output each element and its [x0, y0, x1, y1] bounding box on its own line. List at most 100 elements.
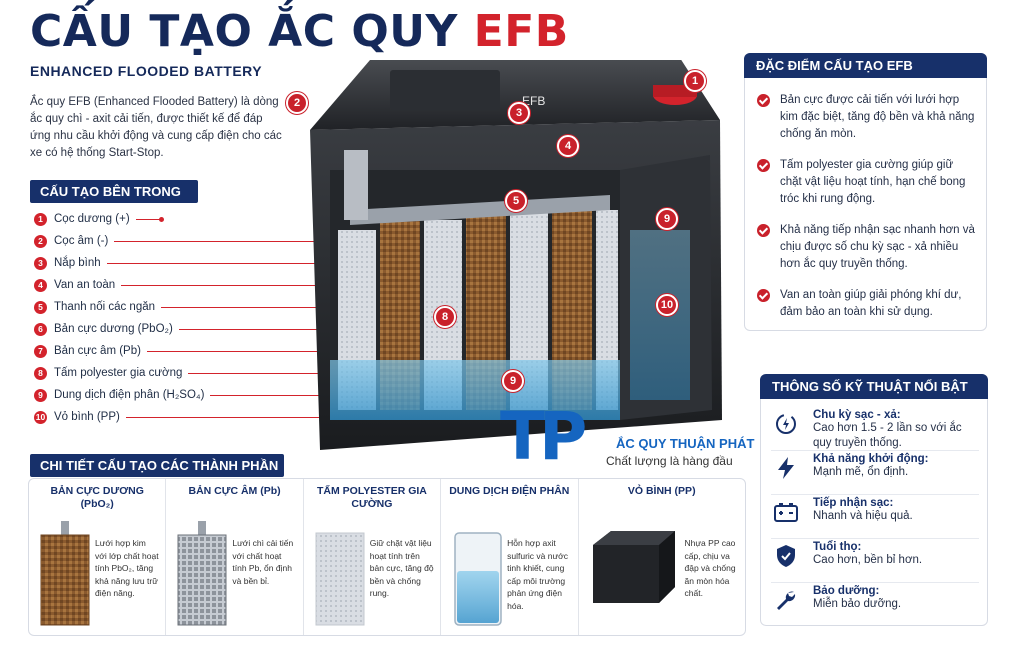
detail-title: VỎ BÌNH (PP) [627, 485, 696, 497]
spec-value: Miễn bảo dưỡng. [813, 598, 902, 610]
specs-heading: THÔNG SỐ KỸ THUẬT NỔI BẬT [760, 374, 988, 399]
legend-label: Tấm polyester gia cường [54, 367, 183, 379]
lid-efb-text: EFB [522, 94, 545, 108]
feature-text: Khả năng tiếp nhận sạc nhanh hơn và chịu… [780, 224, 975, 270]
detail-title: DUNG DỊCH ĐIỆN PHÂN [449, 485, 570, 497]
page-title: CẤU TẠO ẮC QUY EFB [30, 6, 569, 57]
features-heading: ĐẶC ĐIỂM CẤU TẠO EFB [744, 53, 987, 78]
spec-title: Khả năng khởi động: [813, 453, 929, 465]
callout-5: 5 [505, 190, 527, 212]
legend-item: 6 Bản cực dương (PbO₂) [34, 318, 382, 340]
spec-title: Bảo dưỡng: [813, 585, 880, 597]
spec-item: Chu kỳ sạc - xả:Cao hơn 1.5 - 2 lần so v… [771, 407, 979, 451]
callout-4: 4 [557, 135, 579, 157]
legend-number: 4 [34, 278, 47, 292]
positive-plate-image [39, 519, 91, 634]
spec-item: Khả năng khởi động:Mạnh mẽ, ổn định. [771, 451, 979, 495]
details-heading: CHI TIẾT CẤU TẠO CÁC THÀNH PHẦN [30, 454, 284, 477]
legend-label: Dung dịch điện phân (H₂SO₄) [54, 389, 205, 401]
callout-9-side: 9 [656, 208, 678, 230]
title-main: CẤU TẠO ẮC QUY [30, 6, 474, 57]
page-subtitle: ENHANCED FLOODED BATTERY [30, 63, 263, 79]
legend-label: Nắp bình [54, 257, 101, 269]
wrench-icon [771, 585, 801, 615]
spec-title: Tiếp nhận sạc: [813, 497, 894, 509]
legend-label: Vỏ bình (PP) [54, 411, 120, 423]
cycle-icon [771, 409, 801, 439]
legend-label: Bản cực âm (Pb) [54, 345, 141, 357]
features-list: Bản cực được cải tiến với lưới hợp kim đ… [757, 92, 976, 335]
detail-card-polyester-mat: TẤM POLYESTER GIA CƯỜNG Giữ chặt vật liệ… [304, 479, 442, 635]
detail-card-electrolyte: DUNG DỊCH ĐIỆN PHÂN Hỗn hợp axit sulfuri… [441, 479, 579, 635]
inner-structure-heading: CẤU TẠO BÊN TRONG [30, 180, 198, 203]
legend-number: 6 [34, 322, 47, 336]
legend-number: 10 [34, 410, 47, 424]
lid-label-panel [390, 70, 500, 110]
legend-label: Cọc âm (-) [54, 235, 109, 247]
check-icon [757, 94, 770, 107]
detail-card-positive-plate: BẢN CỰC DƯƠNG (PbO₂) Lưới hợp kim với lớ… [29, 479, 167, 635]
legend-number: 9 [34, 388, 47, 402]
spec-title: Tuổi thọ: [813, 541, 862, 553]
legend-number: 7 [34, 344, 47, 358]
spec-value: Mạnh mẽ, ổn định. [813, 466, 909, 478]
legend-number: 8 [34, 366, 47, 380]
leader-line [135, 216, 165, 222]
legend-number: 3 [34, 256, 47, 270]
electrolyte-side [630, 230, 690, 400]
battery-svg: EFB [310, 58, 722, 450]
negative-terminal [344, 150, 368, 220]
details-panel: BẢN CỰC DƯƠNG (PbO₂) Lưới hợp kim với lớ… [28, 478, 746, 636]
feature-item: Khả năng tiếp nhận sạc nhanh hơn và chịu… [757, 222, 976, 273]
battery-case-image [589, 527, 679, 612]
detail-card-case: VỎ BÌNH (PP) Nhựa PP cao cấp, chịu va đậ… [579, 479, 745, 635]
electrolyte-fill [330, 360, 620, 420]
logo-name: ẮC QUY THUẬN PHÁT [616, 436, 755, 451]
spec-value: Cao hơn 1.5 - 2 lần so với ắc quy truyền… [813, 422, 962, 449]
spec-title: Chu kỳ sạc - xả: [813, 409, 901, 421]
detail-title: TẤM POLYESTER GIA CƯỜNG [316, 485, 427, 510]
legend-item: 10 Vỏ bình (PP) [34, 406, 367, 428]
check-icon [757, 224, 770, 237]
specs-panel: THÔNG SỐ KỸ THUẬT NỔI BẬT Chu kỳ sạc - x… [760, 374, 988, 626]
detail-card-negative-plate: BẢN CỰC ÂM (Pb) Lưới chì cải tiến với ch… [166, 479, 304, 635]
spec-item: Tiếp nhận sạc:Nhanh và hiệu quả. [771, 495, 979, 539]
battery-cutaway-illustration: EFB 1 2 3 4 5 8 9 10 9 [286, 58, 740, 460]
specs-list: Chu kỳ sạc - xả:Cao hơn 1.5 - 2 lần so v… [771, 407, 979, 627]
spec-item: Bảo dưỡng:Miễn bảo dưỡng. [771, 583, 979, 627]
feature-text: Tấm polyester gia cường giúp giữ chặt vậ… [780, 159, 966, 205]
detail-description: Hỗn hợp axit sulfuric và nước tinh khiết… [507, 538, 568, 611]
intro-text: Ắc quy EFB (Enhanced Flooded Battery) là… [30, 96, 282, 159]
spec-value: Cao hơn, bền bỉ hơn. [813, 554, 923, 566]
callout-2: 2 [286, 92, 308, 114]
cell-connector-bar [350, 195, 610, 225]
check-icon [757, 159, 770, 172]
legend-label: Cọc dương (+) [54, 213, 130, 225]
feature-item: Bản cực được cải tiến với lưới hợp kim đ… [757, 92, 976, 143]
detail-description: Lưới hợp kim với lớp chất hoạt tính PbO₂… [95, 538, 159, 598]
legend-number: 2 [34, 234, 47, 248]
callout-1: 1 [684, 70, 706, 92]
callout-10: 10 [656, 294, 678, 316]
logo-slogan: Chất lượng là hàng đầu [606, 454, 733, 468]
negative-plate-image [176, 519, 228, 634]
callout-8: 8 [434, 306, 456, 328]
legend-item: 8 Tấm polyester gia cường [34, 362, 376, 384]
feature-text: Bản cực được cải tiến với lưới hợp kim đ… [780, 94, 975, 140]
battery-charge-icon [771, 497, 801, 527]
legend-number: 5 [34, 300, 47, 314]
logo-mark: TP [500, 398, 587, 475]
detail-title: BẢN CỰC DƯƠNG (PbO₂) [50, 485, 144, 510]
detail-title: BẢN CỰC ÂM (Pb) [188, 485, 281, 497]
callout-3: 3 [508, 102, 530, 124]
legend-label: Bản cực dương (PbO₂) [54, 323, 173, 335]
beaker-image [451, 519, 505, 634]
feature-item: Tấm polyester gia cường giúp giữ chặt vậ… [757, 157, 976, 208]
shield-check-icon [771, 541, 801, 571]
callout-9-bottom: 9 [502, 370, 524, 392]
detail-description: Giữ chặt vật liệu hoạt tính trên bản cực… [369, 538, 434, 598]
detail-description: Lưới chì cải tiến với chất hoạt tính Pb,… [232, 538, 294, 586]
feature-text: Van an toàn giúp giải phóng khí dư, đảm … [780, 289, 962, 318]
